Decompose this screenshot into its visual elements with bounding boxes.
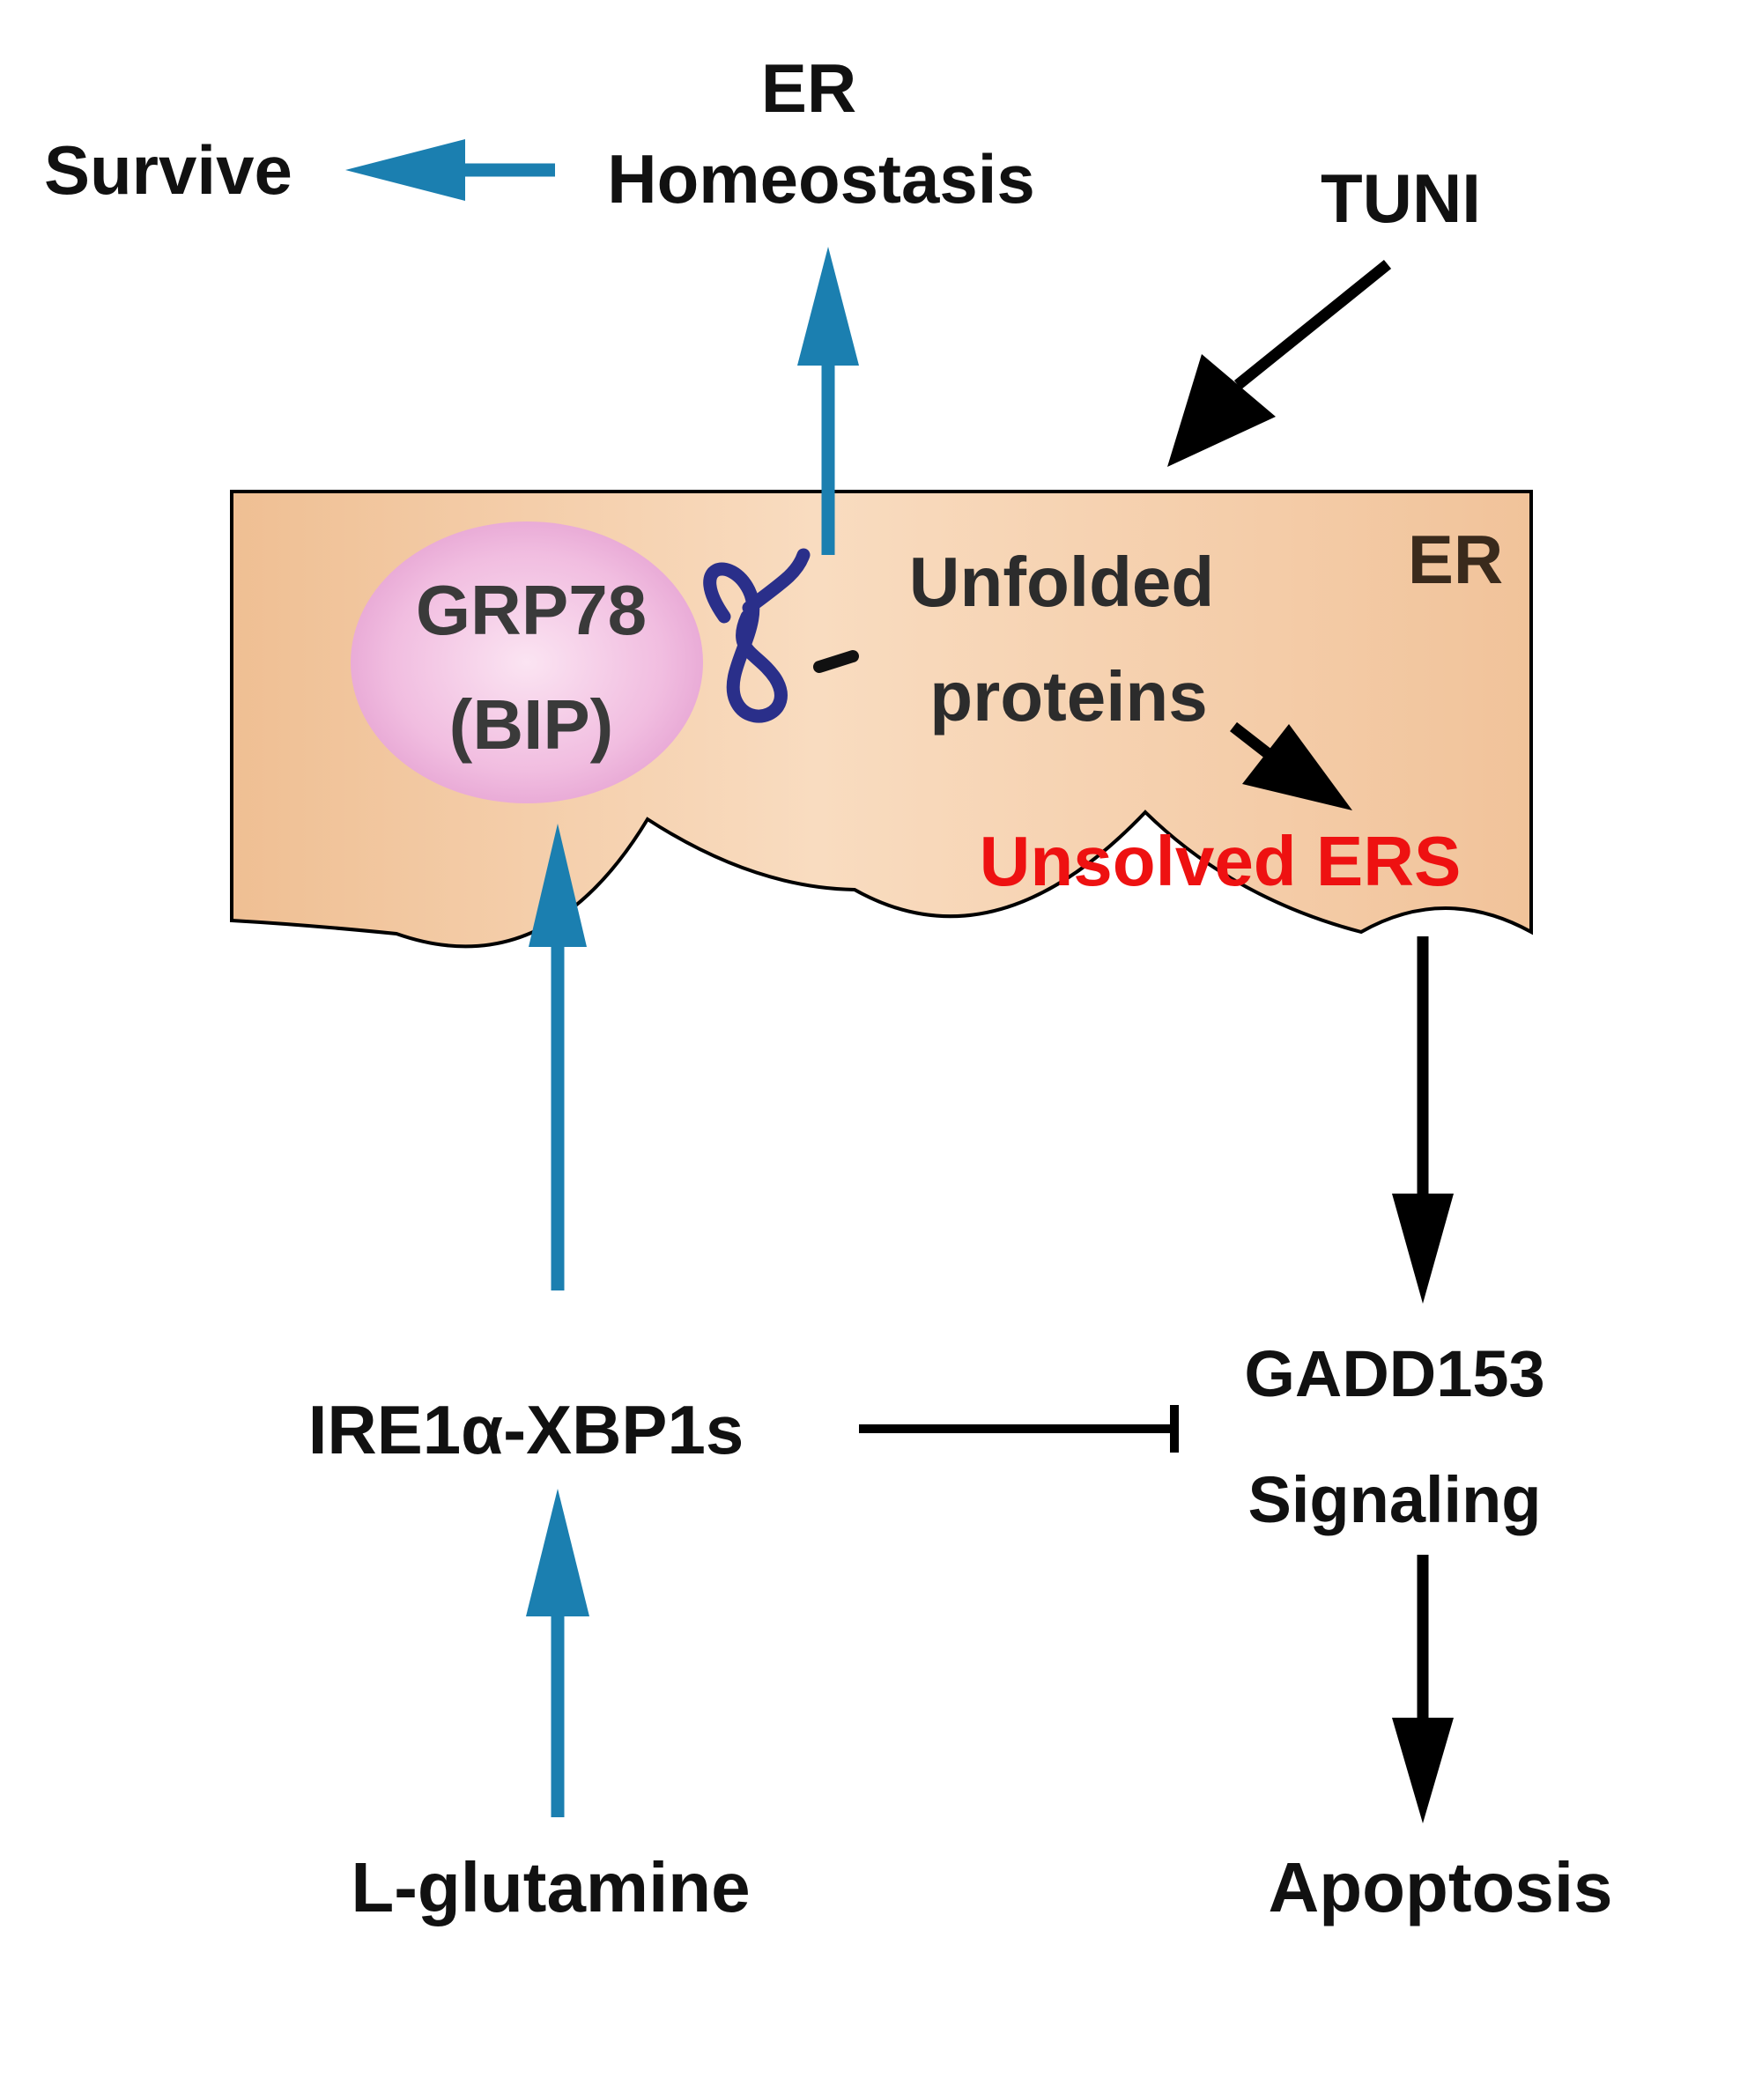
unfolded-protein-icon bbox=[703, 548, 811, 723]
arrow-tuni-to-er bbox=[1233, 259, 1392, 390]
arrowhead-er-membrane bbox=[1167, 354, 1276, 467]
arrowhead-apoptosis bbox=[1392, 1718, 1454, 1823]
label-bip: (BIP) bbox=[449, 685, 614, 764]
label-survive: Survive bbox=[44, 131, 292, 209]
label-l-glutamine: L-glutamine bbox=[351, 1848, 750, 1926]
arrow-unfolded-to-unsolved bbox=[1230, 721, 1277, 763]
label-tuni: TUNI bbox=[1321, 159, 1481, 237]
label-signaling: Signaling bbox=[1248, 1463, 1542, 1536]
arrowhead-grp78 bbox=[529, 824, 587, 947]
label-homeostasis: Homeostasis bbox=[607, 140, 1035, 218]
arrowhead-ire1 bbox=[526, 1489, 589, 1616]
label-grp78: GRP78 bbox=[416, 571, 647, 649]
label-er-compartment: ER bbox=[1408, 521, 1503, 598]
grp78-bip-blob bbox=[351, 521, 703, 803]
label-gadd153: GADD153 bbox=[1244, 1337, 1544, 1410]
label-ire1-xbp1s: IRE1α-XBP1s bbox=[308, 1391, 744, 1468]
label-er-title: ER bbox=[761, 49, 856, 127]
arrowhead-homeostasis bbox=[797, 247, 859, 366]
protein-dash bbox=[813, 650, 859, 673]
arrowhead-gadd153 bbox=[1392, 1194, 1454, 1304]
label-unfolded: Unfolded bbox=[909, 543, 1215, 621]
label-unsolved-ers: Unsolved ERS bbox=[980, 822, 1462, 900]
arrowhead-unsolved-ers bbox=[1242, 724, 1352, 810]
arrowhead-survive bbox=[345, 139, 465, 201]
label-apoptosis: Apoptosis bbox=[1268, 1848, 1612, 1926]
label-proteins: proteins bbox=[929, 657, 1208, 736]
